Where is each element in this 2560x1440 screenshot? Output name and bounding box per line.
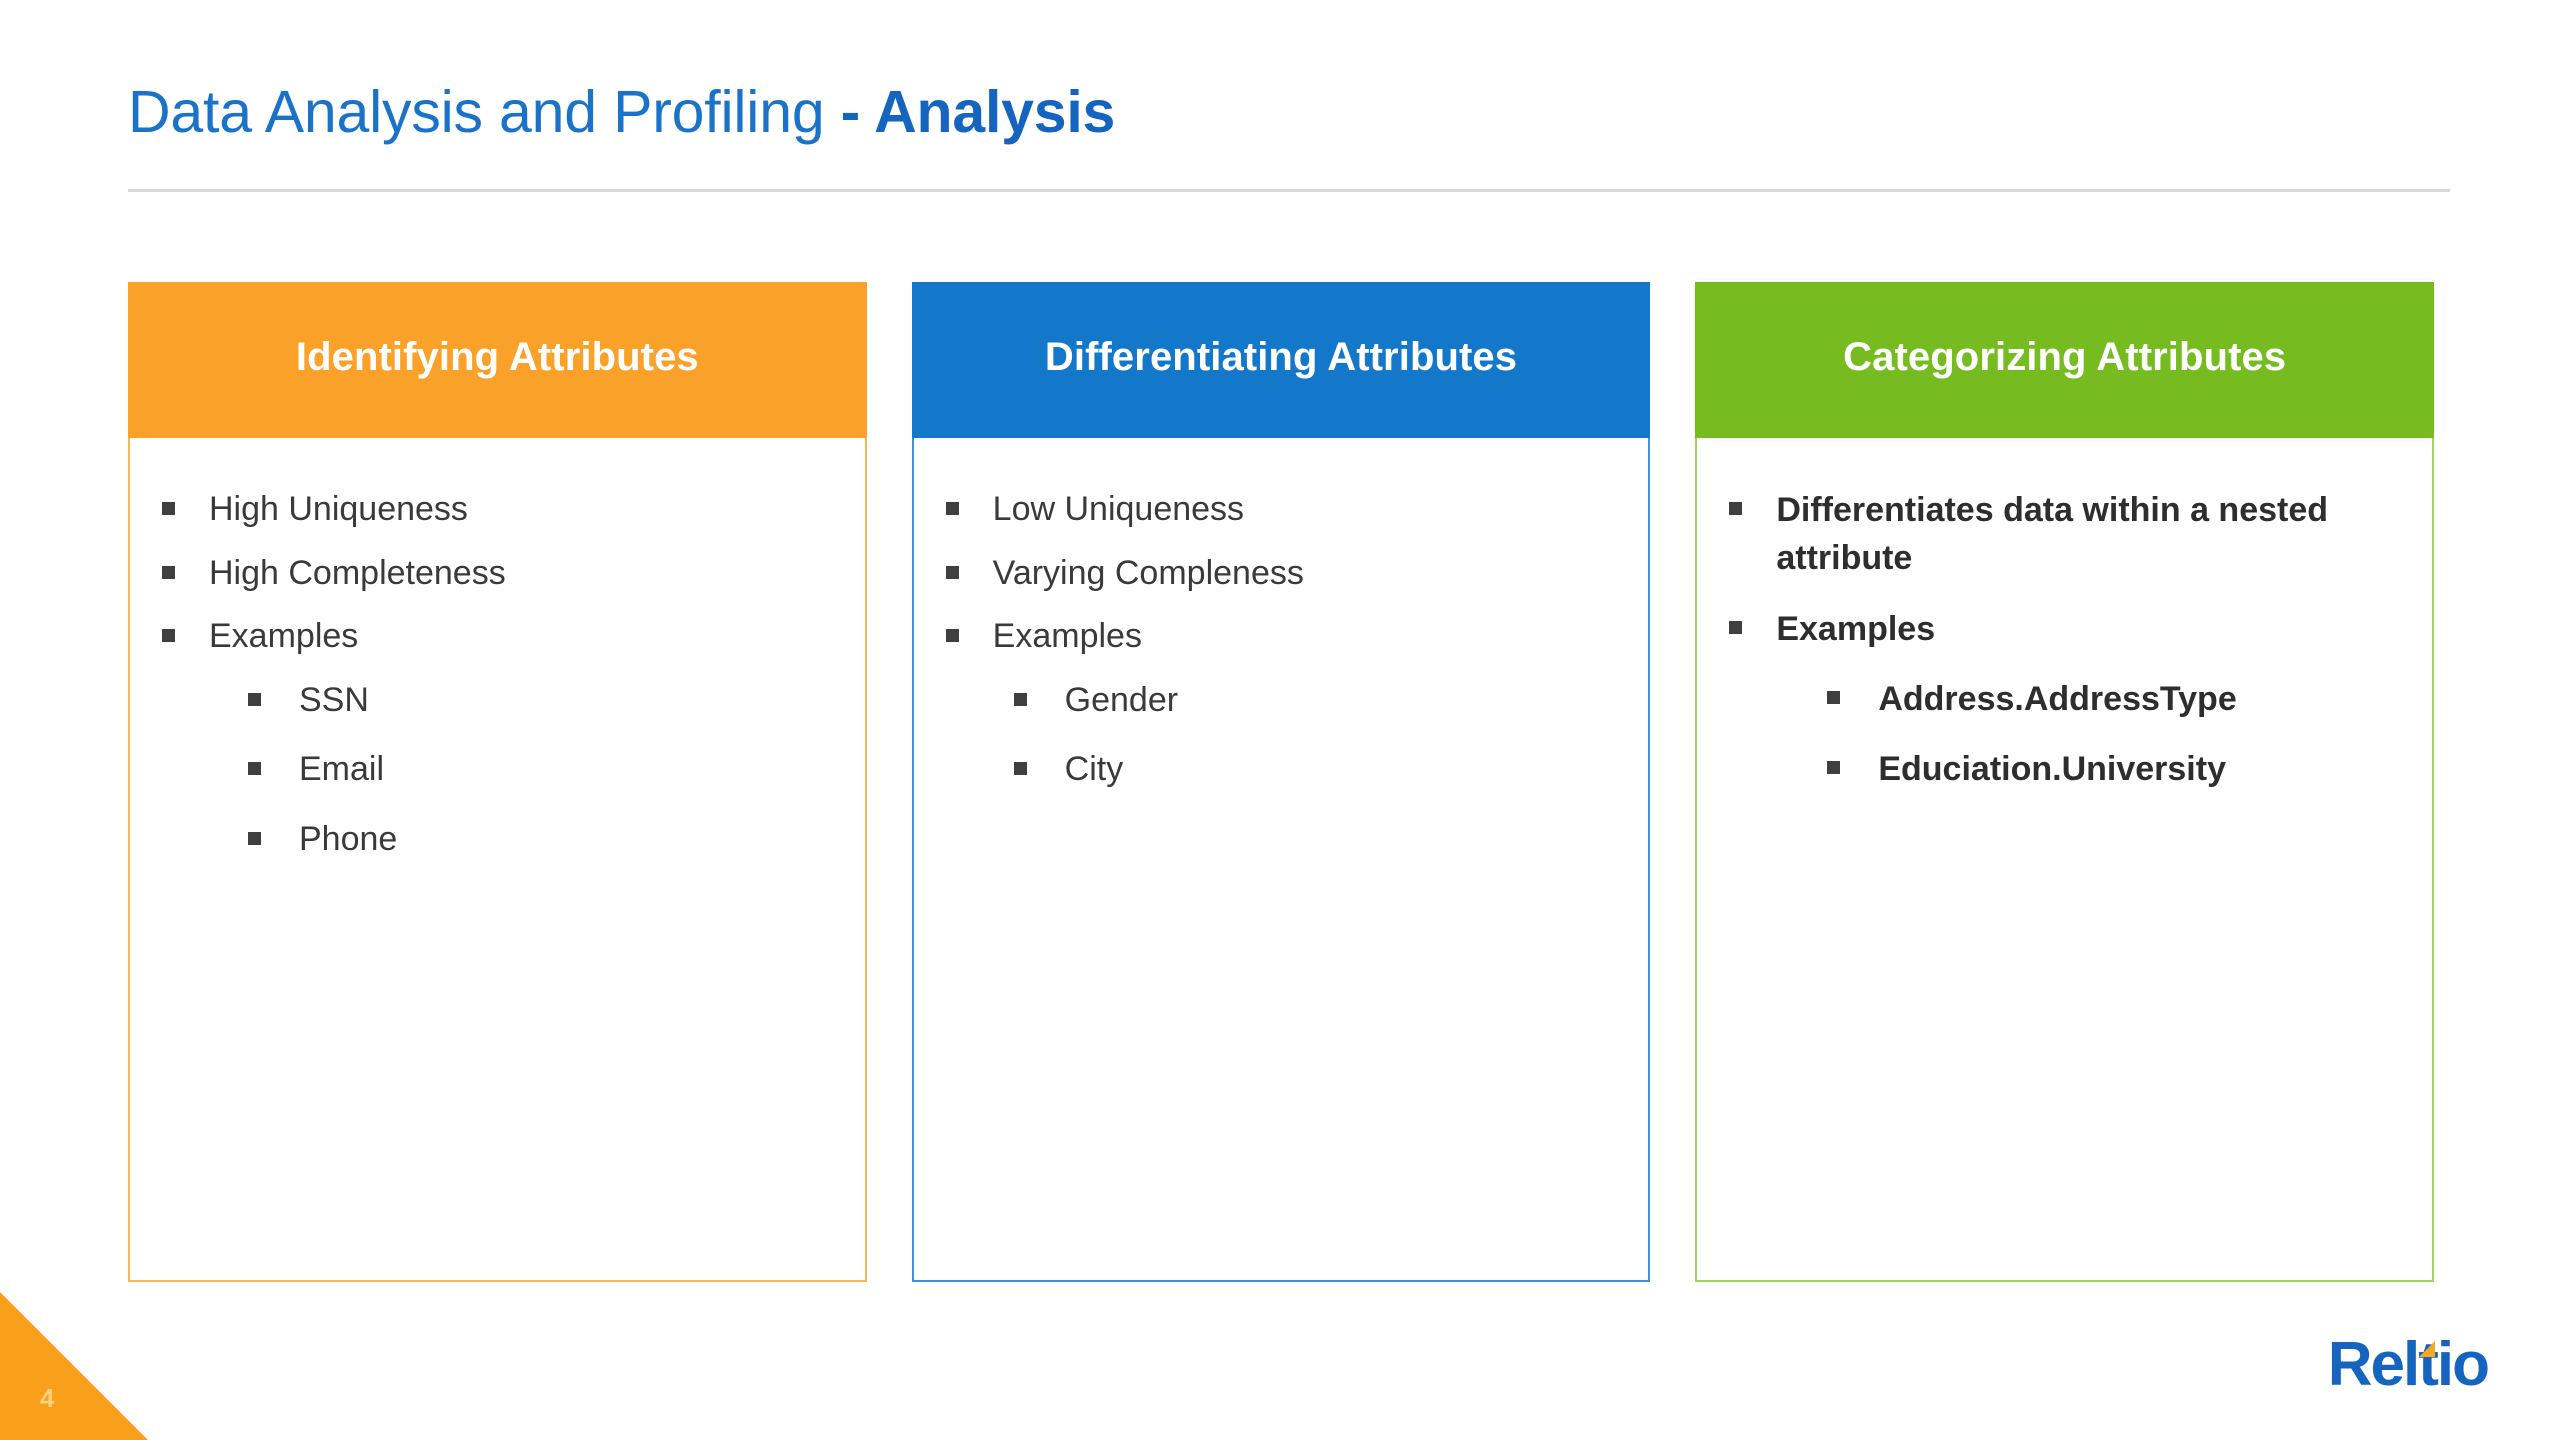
- list-item: Phone: [248, 816, 843, 864]
- list-item-label: Examples: [1776, 609, 1936, 648]
- corner-triangle-decoration: [0, 1292, 148, 1440]
- square-bullet-icon: [1729, 620, 1743, 634]
- square-bullet-icon: [1827, 690, 1841, 704]
- square-bullet-icon: [248, 762, 261, 776]
- card-title-differentiating: Differentiating Attributes: [1044, 334, 1518, 379]
- list-item: Examples: [1729, 605, 2410, 653]
- list-item-label: City: [1064, 750, 1124, 789]
- square-bullet-icon: [1827, 761, 1841, 775]
- reltio-logo: Reltio: [2328, 1334, 2490, 1396]
- slide-title-text: Data Analysis and Profiling - Analysis: [128, 79, 2458, 145]
- list-item-label: Educiation.University: [1878, 750, 2226, 789]
- slide-number: 4: [40, 1383, 55, 1413]
- list-item: Examples: [162, 613, 843, 661]
- list-item-label: SSN: [299, 680, 369, 719]
- list-item-label: High Uniqueness: [209, 490, 468, 528]
- card-differentiating-attributes: Differentiating Attributes Low Uniquenes…: [911, 282, 1651, 1282]
- card-identifying-attributes: Identifying Attributes High Uniqueness H…: [128, 282, 867, 1282]
- square-bullet-icon: [248, 831, 261, 845]
- square-bullet-icon: [945, 565, 959, 579]
- list-item-label: Low Uniqueness: [992, 490, 1245, 528]
- list-item: Address.AddressType: [1827, 675, 2410, 723]
- card-body-categorizing: Differentiates data within a nested attr…: [1695, 438, 2435, 1282]
- sub-bullet-list-categorizing: Address.AddressType Educiation.Universit…: [1719, 675, 2410, 794]
- list-item: Email: [248, 746, 843, 794]
- logo-accent-triangle-icon: [2419, 1341, 2435, 1357]
- list-item: Examples: [945, 613, 1627, 661]
- square-bullet-icon: [248, 692, 261, 706]
- list-item: City: [1013, 746, 1627, 794]
- list-item: Low Uniqueness: [945, 486, 1627, 534]
- list-item-label: Varying Compleness: [992, 553, 1304, 592]
- list-item: Differentiates data within a nested attr…: [1729, 486, 2410, 583]
- list-item-label: Address.AddressType: [1878, 679, 2237, 718]
- sub-bullet-list-identifying: SSN Email Phone: [152, 677, 843, 864]
- list-item-label: Differentiates data within a nested attr…: [1776, 491, 2329, 578]
- card-categorizing-attributes: Categorizing Attributes Differentiates d…: [1695, 282, 2435, 1282]
- card-header-categorizing: Categorizing Attributes: [1695, 282, 2435, 438]
- square-bullet-icon: [1013, 762, 1027, 776]
- list-item: High Uniqueness: [162, 486, 843, 534]
- attribute-cards-row: Identifying Attributes High Uniqueness H…: [128, 282, 2435, 1282]
- list-item-label: High Completeness: [209, 553, 506, 592]
- square-bullet-icon: [162, 565, 175, 579]
- title-main: Data Analysis and Profiling: [128, 79, 841, 145]
- list-item-label: Examples: [209, 617, 359, 656]
- card-body-identifying: High Uniqueness High Completeness Exampl…: [128, 438, 867, 1282]
- bullet-list-identifying: High Uniqueness High Completeness Exampl…: [152, 486, 843, 661]
- square-bullet-icon: [945, 502, 959, 515]
- square-bullet-icon: [945, 629, 959, 643]
- square-bullet-icon: [1729, 502, 1743, 515]
- list-item: SSN: [248, 677, 843, 725]
- list-item-label: Phone: [299, 819, 398, 858]
- list-item: Varying Compleness: [945, 550, 1627, 598]
- page-title: Data Analysis and Profiling - Analysis: [128, 79, 2458, 145]
- card-title-categorizing: Categorizing Attributes: [1843, 334, 2287, 379]
- square-bullet-icon: [162, 502, 175, 515]
- title-accent: - Analysis: [840, 79, 1116, 145]
- bullet-list-differentiating: Low Uniqueness Varying Compleness Exampl…: [936, 486, 1627, 661]
- square-bullet-icon: [162, 629, 175, 643]
- list-item: High Completeness: [162, 550, 843, 598]
- list-item-label: Examples: [992, 617, 1142, 656]
- bullet-list-categorizing: Differentiates data within a nested attr…: [1719, 486, 2410, 653]
- logo-text-label: Reltio: [2327, 1330, 2490, 1399]
- sub-bullet-list-differentiating: Gender City: [936, 677, 1627, 794]
- list-item: Gender: [1013, 677, 1627, 725]
- card-header-differentiating: Differentiating Attributes: [911, 282, 1651, 438]
- card-title-identifying: Identifying Attributes: [295, 334, 699, 379]
- list-item-label: Email: [299, 750, 385, 789]
- list-item-label: Gender: [1064, 680, 1179, 719]
- logo-wordmark: Reltio: [2328, 1334, 2490, 1396]
- square-bullet-icon: [1013, 692, 1027, 706]
- card-header-identifying: Identifying Attributes: [128, 282, 867, 438]
- title-divider: [128, 189, 2450, 192]
- list-item: Educiation.University: [1827, 745, 2410, 793]
- card-body-differentiating: Low Uniqueness Varying Compleness Exampl…: [911, 438, 1651, 1282]
